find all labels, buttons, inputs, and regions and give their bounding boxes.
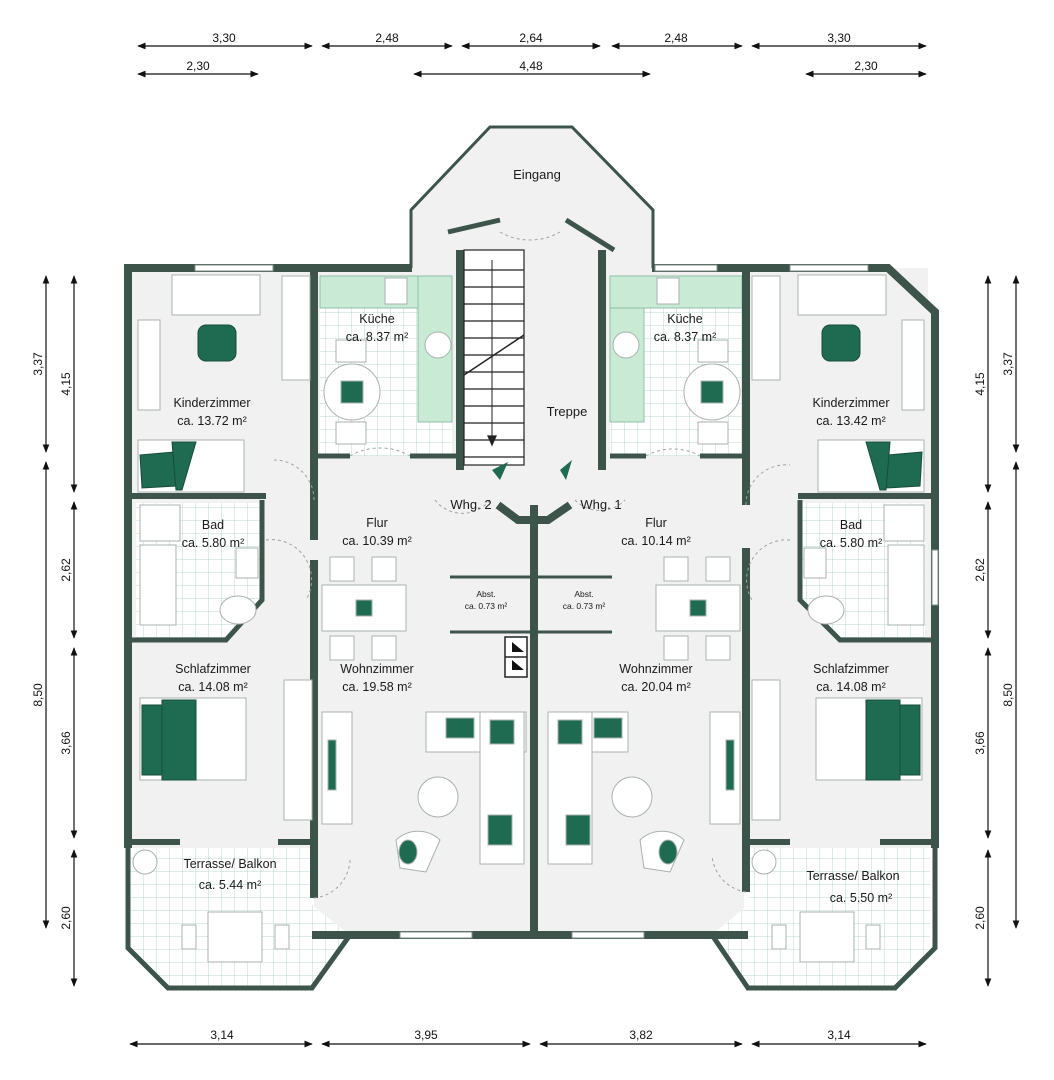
dim-right-inner-2: 3,66 xyxy=(973,731,987,755)
area-bad-left: ca. 5.80 m² xyxy=(182,536,245,550)
label-kueche-right: Küche xyxy=(667,312,702,326)
label-eingang: Eingang xyxy=(513,167,561,182)
area-flur-right: ca. 10.14 m² xyxy=(621,534,690,548)
label-terrasse-left: Terrasse/ Balkon xyxy=(183,857,276,871)
area-bad-right: ca. 5.80 m² xyxy=(820,536,883,550)
label-flur-right: Flur xyxy=(645,516,667,530)
label-treppe: Treppe xyxy=(547,404,588,419)
area-schlaf-right: ca. 14.08 m² xyxy=(816,680,885,694)
dim-top1-2: 2,64 xyxy=(519,31,543,45)
dim-left-outer-0: 3,37 xyxy=(31,352,45,376)
label-kinder-left: Kinderzimmer xyxy=(173,396,250,410)
entrance-arrows xyxy=(492,460,572,480)
dim-bottom-2: 3,82 xyxy=(629,1028,653,1042)
area-kueche-left: ca. 8.37 m² xyxy=(346,330,409,344)
dim-left-inner-1: 2,62 xyxy=(59,558,73,582)
dimension-labels: 3,30 2,48 2,64 2,48 3,30 2,30 4,48 2,30 … xyxy=(31,31,1015,1042)
furniture-left xyxy=(132,274,527,963)
area-abst-left: ca. 0.73 m² xyxy=(465,601,508,611)
area-schlaf-left: ca. 14.08 m² xyxy=(178,680,247,694)
label-bad-right: Bad xyxy=(840,518,862,532)
dim-top2-2: 2,30 xyxy=(854,59,878,73)
area-flur-left: ca. 10.39 m² xyxy=(342,534,411,548)
windows xyxy=(194,264,939,939)
dim-top1-3: 2,48 xyxy=(664,31,688,45)
label-terrasse-right: Terrasse/ Balkon xyxy=(806,869,899,883)
label-kueche-left: Küche xyxy=(359,312,394,326)
label-bad-left: Bad xyxy=(202,518,224,532)
staircase xyxy=(463,249,525,466)
dim-right-outer-1: 8,50 xyxy=(1001,683,1015,707)
dim-right-inner-0: 4,15 xyxy=(973,372,987,396)
area-wohn-right: ca. 20.04 m² xyxy=(621,680,690,694)
dim-right-outer-0: 3,37 xyxy=(1001,352,1015,376)
room-labels: Eingang Treppe Whg. 2 Whg. 1 Küche ca. 8… xyxy=(173,167,899,905)
label-wohn-left: Wohnzimmer xyxy=(340,662,413,676)
label-schlaf-right: Schlafzimmer xyxy=(813,662,889,676)
furniture-right xyxy=(547,274,925,963)
dim-left-inner-0: 4,15 xyxy=(59,372,73,396)
area-kinder-right: ca. 13.42 m² xyxy=(816,414,885,428)
label-schlaf-left: Schlafzimmer xyxy=(175,662,251,676)
label-kinder-right: Kinderzimmer xyxy=(812,396,889,410)
label-whg1: Whg. 1 xyxy=(580,497,621,512)
area-terrasse-left: ca. 5.44 m² xyxy=(199,878,262,892)
dim-top2-1: 4,48 xyxy=(519,59,543,73)
label-whg2: Whg. 2 xyxy=(450,497,491,512)
area-wohn-left: ca. 19.58 m² xyxy=(342,680,411,694)
area-terrasse-right: ca. 5.50 m² xyxy=(830,891,893,905)
dim-top1-1: 2,48 xyxy=(375,31,399,45)
dim-bottom-3: 3,14 xyxy=(827,1028,851,1042)
area-kueche-right: ca. 8.37 m² xyxy=(654,330,717,344)
dim-right-inner-3: 2,60 xyxy=(973,906,987,930)
dim-right-inner-1: 2,62 xyxy=(973,558,987,582)
area-kinder-left: ca. 13.72 m² xyxy=(177,414,246,428)
dim-left-inner-3: 2,60 xyxy=(59,906,73,930)
dimension-lines xyxy=(42,42,1020,1048)
label-flur-left: Flur xyxy=(366,516,388,530)
shafts xyxy=(504,636,528,678)
doors xyxy=(265,231,791,899)
dim-bottom-0: 3,14 xyxy=(210,1028,234,1042)
dim-left-outer-1: 8,50 xyxy=(31,683,45,707)
area-abst-right: ca. 0.73 m² xyxy=(563,601,606,611)
dim-left-inner-2: 3,66 xyxy=(59,731,73,755)
dim-top2-0: 2,30 xyxy=(186,59,210,73)
label-wohn-right: Wohnzimmer xyxy=(619,662,692,676)
label-abst-left: Abst. xyxy=(476,589,495,599)
dim-top1-4: 3,30 xyxy=(827,31,851,45)
dim-top1-0: 3,30 xyxy=(212,31,236,45)
label-abst-right: Abst. xyxy=(574,589,593,599)
dim-bottom-1: 3,95 xyxy=(414,1028,438,1042)
